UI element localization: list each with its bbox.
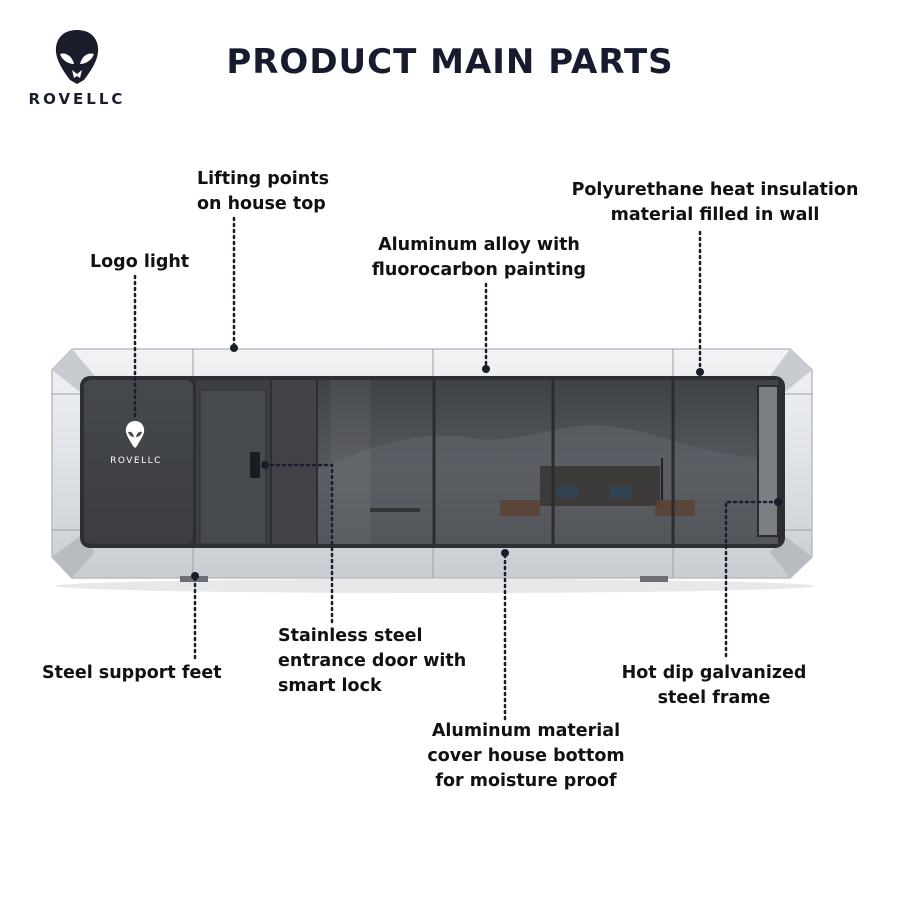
pillow [556, 486, 578, 498]
marker-dot [501, 549, 509, 557]
window-mullions [432, 380, 675, 544]
label-line: Aluminum alloy with [378, 235, 580, 255]
label-line: Logo light [90, 252, 190, 272]
support-foot [640, 576, 668, 582]
curtain [330, 380, 370, 544]
label-line: for moisture proof [435, 771, 617, 791]
brand-name: ROVELLC [28, 90, 126, 108]
label-steel-door: Stainless steel entrance door with smart… [278, 624, 466, 699]
smart-lock [250, 452, 260, 478]
table [370, 508, 420, 512]
label-line: fluorocarbon painting [371, 260, 587, 280]
label-line: Aluminum material [431, 721, 621, 741]
label-galvanized-frame: Hot dip galvanized steel frame [607, 661, 821, 711]
page-title: PRODUCT MAIN PARTS [226, 42, 674, 82]
label-line: smart lock [278, 676, 382, 696]
ground-shadow [55, 579, 815, 593]
label-aluminum-bottom: Aluminum material cover house bottom for… [412, 719, 640, 794]
end-window [757, 385, 779, 537]
house-logo-icon [125, 421, 145, 448]
side-panel [272, 380, 316, 544]
leader-steel-door [263, 463, 334, 624]
label-polyurethane: Polyurethane heat insulation material fi… [556, 178, 874, 228]
label-line: steel frame [657, 688, 771, 708]
label-line: Lifting points [197, 169, 329, 189]
label-support-feet: Steel support feet [42, 661, 222, 686]
label-aluminum-alloy: Aluminum alloy with fluorocarbon paintin… [356, 233, 602, 283]
label-line: Polyurethane heat insulation [571, 180, 859, 200]
house-badge-text: ROVELLC [110, 456, 162, 466]
label-lifting-points: Lifting points on house top [197, 167, 329, 217]
label-line: entrance door with [278, 651, 467, 671]
label-line: Stainless steel [278, 626, 423, 646]
leader-galvanized-frame [724, 500, 780, 662]
label-line: on house top [197, 194, 326, 214]
marker-dot [696, 368, 704, 376]
label-line: Hot dip galvanized [621, 663, 807, 683]
logo-panel [84, 380, 193, 544]
marker-dot [191, 572, 199, 580]
nightstand [500, 500, 540, 516]
marker-dot [230, 344, 238, 352]
corner-bevel [52, 536, 95, 578]
label-line: Steel support feet [42, 663, 222, 683]
alien-head-icon [55, 30, 99, 84]
corner-bevel [770, 536, 812, 578]
marker-dot [482, 365, 490, 373]
brand-logo: ROVELLC [22, 28, 132, 108]
marker-dot [261, 461, 269, 469]
label-logo-light: Logo light [90, 250, 189, 275]
marker-dot [774, 498, 782, 506]
pillow [610, 486, 632, 498]
label-line: cover house bottom [427, 746, 625, 766]
label-line: material filled in wall [610, 205, 820, 225]
nightstand [655, 500, 695, 516]
